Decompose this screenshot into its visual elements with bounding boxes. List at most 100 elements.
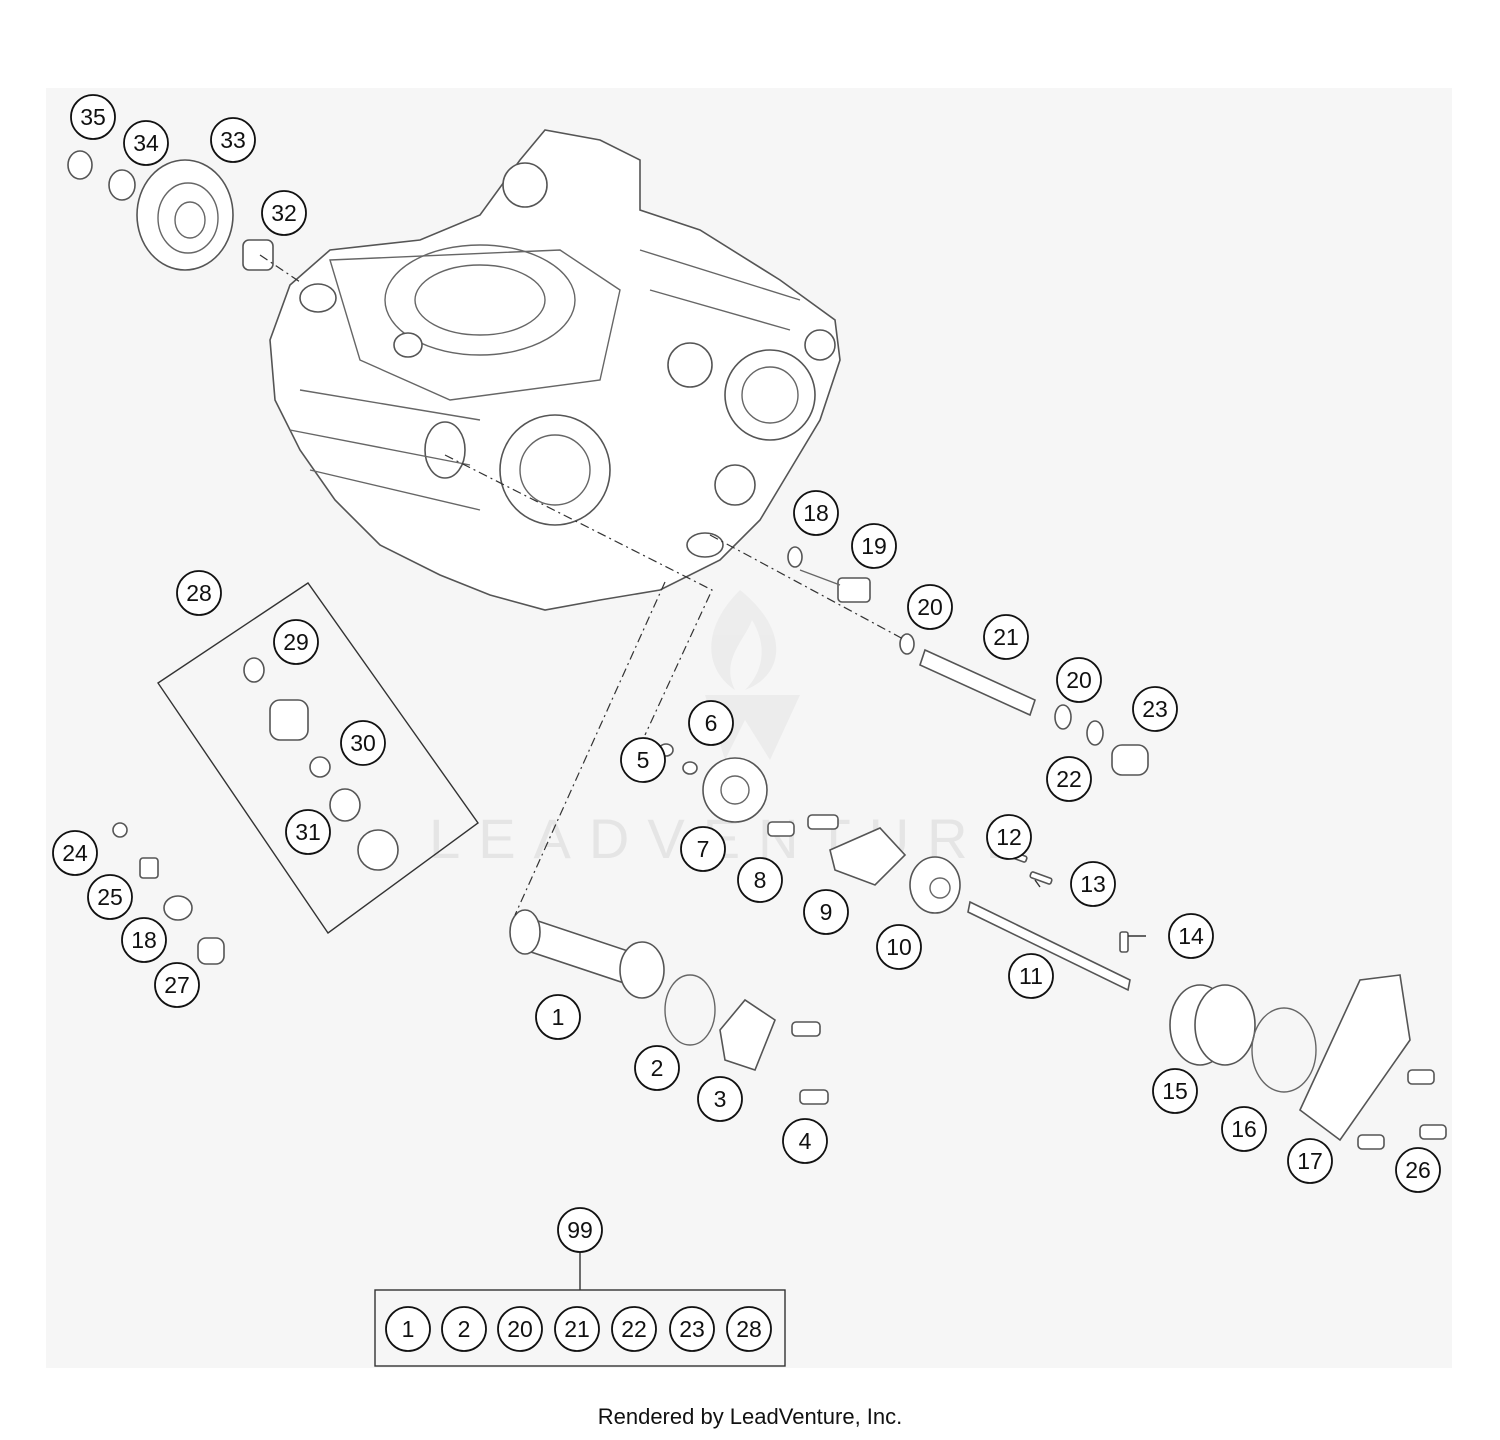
callout-label: 10	[886, 934, 912, 960]
callout-30: 30	[340, 720, 386, 766]
callout-label: 11	[1019, 963, 1043, 989]
kit-item: 1	[385, 1306, 431, 1352]
callout-label: 18	[131, 927, 157, 953]
callout-16: 16	[1221, 1106, 1267, 1152]
kit-item-label: 1	[402, 1316, 415, 1342]
pump-shaft-parts	[909, 849, 1131, 992]
kit-item-label: 20	[507, 1316, 533, 1342]
oil-pump-drive	[658, 743, 907, 886]
callout-26: 26	[1395, 1147, 1441, 1193]
callout-19: 19	[851, 523, 897, 569]
callout-label: 1	[552, 1004, 565, 1030]
callout-label: 4	[799, 1128, 812, 1154]
callout-label: 7	[697, 836, 710, 862]
kit-99-items: 1 2 20 21 22 23 28	[385, 1306, 772, 1352]
callout-label: 8	[754, 867, 767, 893]
callout-11: 11	[1008, 953, 1054, 999]
callout-label: 29	[283, 629, 309, 655]
callout-28: 28	[176, 570, 222, 616]
callout-99: 99	[557, 1207, 603, 1253]
callout-label: 9	[820, 899, 833, 925]
callout-5: 5	[620, 737, 666, 783]
callout-label: 13	[1080, 871, 1106, 897]
callout-label: 31	[295, 819, 321, 845]
callout-label: 2	[651, 1055, 664, 1081]
pump-cover-parts	[1169, 974, 1447, 1150]
callout-label: 3	[714, 1086, 727, 1112]
callout-24: 24	[52, 830, 98, 876]
callout-label: 12	[996, 824, 1022, 850]
axis-line-gear	[259, 254, 301, 283]
callout-label: 32	[271, 200, 297, 226]
callout-label: 19	[861, 533, 887, 559]
callout-1: 1	[535, 994, 581, 1040]
oil-filter-parts	[509, 909, 829, 1105]
callout-4: 4	[782, 1118, 828, 1164]
callout-label: 34	[133, 130, 159, 156]
callout-15: 15	[1152, 1068, 1198, 1114]
callout-layer: 35 34 33 32 18 19 20 21 20 23 22 28 29 3…	[52, 94, 1441, 1253]
callout-label: 22	[1056, 766, 1082, 792]
callout-label: 5	[637, 747, 650, 773]
callout-label: 6	[705, 710, 718, 736]
callout-18-bypass: 18	[121, 917, 167, 963]
axis-line-valve	[709, 534, 906, 641]
gear-assembly	[67, 150, 274, 271]
callout-17: 17	[1287, 1138, 1333, 1184]
callout-22: 22	[1046, 756, 1092, 802]
callout-label: 20	[1066, 667, 1092, 693]
callout-35: 35	[70, 94, 116, 140]
kit-item-label: 22	[621, 1316, 647, 1342]
callout-31: 31	[285, 809, 331, 855]
callout-label: 30	[350, 730, 376, 756]
render-credit: Rendered by LeadVenture, Inc.	[597, 1404, 903, 1429]
callout-34: 34	[123, 120, 169, 166]
callout-label: 33	[220, 127, 246, 153]
callout-20-b: 20	[1056, 657, 1102, 703]
kit-item: 22	[611, 1306, 657, 1352]
callout-8: 8	[737, 857, 783, 903]
callout-label: 35	[80, 104, 106, 130]
kit-item-label: 21	[564, 1316, 590, 1342]
callout-label: 27	[164, 972, 190, 998]
callout-label: 18	[803, 500, 829, 526]
callout-label: 15	[1162, 1078, 1188, 1104]
callout-label: 24	[62, 840, 88, 866]
callout-label: 23	[1142, 696, 1168, 722]
axis-line-filter	[444, 454, 713, 916]
kit-item: 21	[554, 1306, 600, 1352]
leader-lines	[579, 879, 1146, 1290]
callout-label: 20	[917, 594, 943, 620]
callout-9: 9	[803, 889, 849, 935]
kit-item: 2	[441, 1306, 487, 1352]
callout-18-valve: 18	[793, 490, 839, 536]
callout-21: 21	[983, 614, 1029, 660]
callout-label: 99	[567, 1217, 593, 1243]
kit-28-box	[157, 582, 479, 934]
callout-label: 25	[97, 884, 123, 910]
bypass-valve-parts	[112, 822, 225, 965]
callout-32: 32	[261, 190, 307, 236]
callout-label: 17	[1297, 1148, 1323, 1174]
callout-label: 26	[1405, 1157, 1431, 1183]
callout-27: 27	[154, 962, 200, 1008]
kit-item: 28	[726, 1306, 772, 1352]
engine-crankcase	[269, 129, 841, 611]
callout-12: 12	[986, 814, 1032, 860]
callout-29: 29	[273, 619, 319, 665]
callout-6: 6	[688, 700, 734, 746]
kit-item-label: 2	[458, 1316, 471, 1342]
callout-14: 14	[1168, 913, 1214, 959]
kit-item: 20	[497, 1306, 543, 1352]
callout-label: 16	[1231, 1116, 1257, 1142]
callout-7: 7	[680, 826, 726, 872]
callout-2: 2	[634, 1045, 680, 1091]
callout-25: 25	[87, 874, 133, 920]
callout-label: 14	[1178, 923, 1204, 949]
callout-33: 33	[210, 117, 256, 163]
callout-20-a: 20	[907, 584, 953, 630]
kit-99-box	[374, 1289, 786, 1367]
callout-23: 23	[1132, 686, 1178, 732]
callout-3: 3	[697, 1076, 743, 1122]
kit-item: 23	[669, 1306, 715, 1352]
